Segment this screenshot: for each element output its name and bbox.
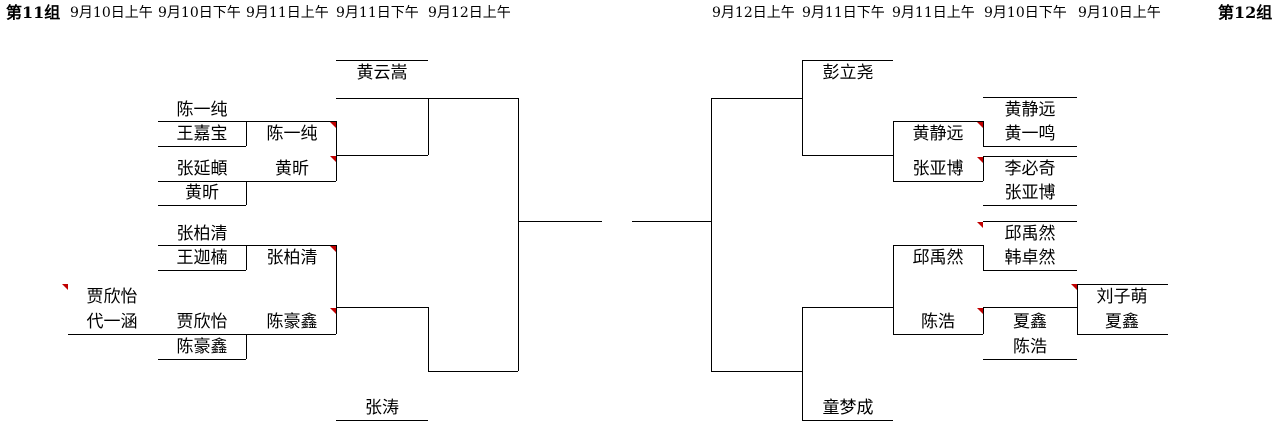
left-r2-2b: 陈豪鑫 <box>266 312 318 332</box>
left-r1-3a: 张柏清 <box>176 224 228 244</box>
left-date-1: 9月10日上午 <box>70 5 153 21</box>
right-date-4: 9月10日下午 <box>984 5 1067 21</box>
left-r1-1a: 陈一纯 <box>176 100 228 120</box>
right-date-3: 9月11日上午 <box>892 5 975 21</box>
right-date-2: 9月11日下午 <box>802 5 885 21</box>
right-prelim-b: 夏鑫 <box>1105 312 1139 332</box>
left-r2-1a: 陈一纯 <box>266 124 318 144</box>
flag-marker <box>977 122 983 128</box>
flag-marker <box>330 308 336 314</box>
left-r1-2b: 黄昕 <box>185 183 219 203</box>
right-r1-3b: 韩卓然 <box>1004 248 1056 268</box>
left-r1-3b: 王迦楠 <box>176 248 228 268</box>
left-r3-bottom: 张涛 <box>365 398 399 418</box>
left-date-4: 9月11日下午 <box>336 5 419 21</box>
flag-marker <box>977 157 983 163</box>
right-r2-1b: 张亚博 <box>912 159 964 179</box>
right-r2-2b: 陈浩 <box>921 312 955 332</box>
left-r2-2a: 张柏清 <box>266 248 318 268</box>
right-date-5: 9月10日上午 <box>1078 5 1161 21</box>
right-prelim-a: 刘子萌 <box>1096 287 1148 307</box>
flag-marker <box>330 122 336 128</box>
left-r3-top: 黄云嵩 <box>356 63 408 83</box>
left-group-label: 第11组 <box>6 3 61 22</box>
right-r1-2a: 李必奇 <box>1004 159 1056 179</box>
right-r2-2a: 邱禹然 <box>912 248 964 268</box>
left-prelim-a: 贾欣怡 <box>86 287 138 307</box>
right-r2-1a: 黄静远 <box>912 124 964 144</box>
right-date-1: 9月12日上午 <box>712 5 795 21</box>
right-r1-3a: 邱禹然 <box>1004 224 1056 244</box>
left-r2-1b: 黄昕 <box>275 159 309 179</box>
flag-marker <box>330 156 336 162</box>
left-date-5: 9月12日上午 <box>428 5 511 21</box>
right-r1-4a: 夏鑫 <box>1013 312 1047 332</box>
right-r3-bottom: 童梦成 <box>822 398 874 418</box>
flag-marker <box>977 308 983 314</box>
left-prelim-b: 代一涵 <box>86 312 138 332</box>
flag-marker <box>977 222 983 228</box>
flag-marker <box>1071 284 1077 290</box>
flag-marker <box>330 246 336 252</box>
right-r1-2b: 张亚博 <box>1004 183 1056 203</box>
flag-marker <box>62 284 68 290</box>
right-r3-top: 彭立尧 <box>822 63 874 83</box>
left-date-3: 9月11日上午 <box>246 5 329 21</box>
right-r1-1a: 黄静远 <box>1004 100 1056 120</box>
left-r1-1b: 王嘉宝 <box>176 124 228 144</box>
left-r1-2a: 张延頔 <box>176 159 228 179</box>
right-r1-4b: 陈浩 <box>1013 337 1047 357</box>
left-r1-4b: 陈豪鑫 <box>176 337 228 357</box>
right-group-label: 第12组 <box>1218 3 1273 22</box>
left-date-2: 9月10日下午 <box>158 5 241 21</box>
left-r1-4a: 贾欣怡 <box>176 312 228 332</box>
right-r1-1b: 黄一鸣 <box>1004 124 1056 144</box>
